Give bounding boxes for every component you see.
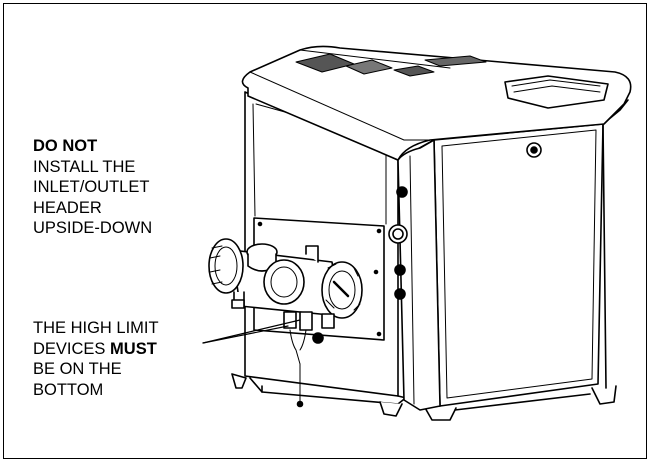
heater-top-cover [241,45,632,161]
note-line: BE ON THE [33,360,122,378]
high-limit-devices-note: THE HIGH LIMIT DEVICES MUST BE ON THE BO… [33,318,159,400]
heater-side-panel [433,99,629,407]
header-orientation-warning: DO NOT INSTALL THE INLET/OUTLET HEADER U… [33,136,152,239]
note-emphasis: MUST [110,339,157,358]
warning-line: INLET/OUTLET [33,178,150,196]
side-ports [388,186,408,300]
note-line: THE HIGH LIMIT [33,319,159,337]
heater-front-pillar [397,139,441,411]
warning-line: INSTALL THE [33,157,136,176]
warning-line: UPSIDE-DOWN [33,219,153,237]
panel-lock [526,142,542,158]
note-line-prefix: DEVICES [33,339,111,358]
note-line: DEVICES MUST [33,339,159,360]
warning-heading: DO NOT [33,137,98,155]
warning-line: HEADER [33,198,102,217]
callout-leader-lines [202,319,301,344]
inlet-outlet-header [208,238,363,408]
note-line: BOTTOM [33,380,104,399]
heater-base [231,373,617,421]
